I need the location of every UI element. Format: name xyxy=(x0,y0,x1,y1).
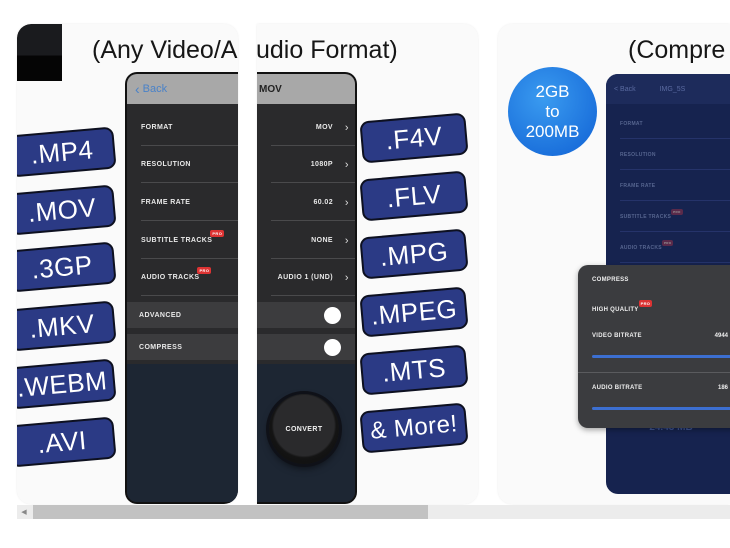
convert-button[interactable]: CONVERT xyxy=(269,394,339,464)
chevron-right-icon: › xyxy=(344,121,349,134)
format-tag-mpeg: .MPEG xyxy=(359,286,469,338)
chevron-right-icon: › xyxy=(344,234,349,247)
format-tag-mkv: .MKV xyxy=(17,300,117,352)
setting-value-subtitle-tracks[interactable]: NONE› xyxy=(257,222,355,259)
setting-row-frame-rate[interactable]: FRAME RATE xyxy=(606,170,730,201)
format-tag-f4v: .F4V xyxy=(359,112,469,164)
setting-row-resolution[interactable]: RESOLUTION xyxy=(127,146,238,183)
nav-bar: < Back IMG_5S xyxy=(606,74,730,104)
pro-badge: PRO xyxy=(661,239,674,246)
phone-bottom-area xyxy=(127,364,238,502)
video-bitrate-value: 4944 K xyxy=(714,333,730,339)
scrollbar-thumb[interactable] xyxy=(33,505,428,519)
nav-title: IMG_5S xyxy=(659,85,686,93)
setting-value-resolution[interactable]: 1080P› xyxy=(257,146,355,183)
phone-mockup-left: ‹ Back FORMAT RESOLUTION FRAME RATE SUBT… xyxy=(125,72,238,504)
compress-title: COMPRESS xyxy=(592,277,629,283)
video-bitrate-slider[interactable] xyxy=(592,355,730,358)
headline-text: udio Format) xyxy=(257,36,398,64)
high-quality-option[interactable]: HIGH QUALITYPRO xyxy=(592,300,653,313)
setting-row-frame-rate[interactable]: FRAME RATE xyxy=(127,184,238,221)
horizontal-scrollbar[interactable]: ◀ xyxy=(17,505,730,519)
setting-value-format[interactable]: MOV› xyxy=(257,109,355,146)
format-tag-mpg: .MPG xyxy=(359,228,469,280)
screenshot-card-2[interactable]: udio Format) MOV MOV› 1080P› 60.02› NONE… xyxy=(257,24,478,504)
nav-bar-title: MOV xyxy=(257,74,355,104)
advanced-toggle[interactable] xyxy=(257,302,355,328)
setting-row-resolution[interactable]: RESOLUTION xyxy=(606,139,730,170)
setting-value-frame-rate[interactable]: 60.02› xyxy=(257,184,355,221)
chevron-right-icon: › xyxy=(344,158,349,171)
pro-badge: PRO xyxy=(638,300,653,307)
format-tag-webm: .WEBM xyxy=(17,358,117,410)
chevron-right-icon: › xyxy=(344,196,349,209)
pro-badge: PRO xyxy=(671,208,683,215)
headline-text: (Any Video/A xyxy=(92,36,238,64)
format-tag-avi: .AVI xyxy=(17,416,117,468)
audio-bitrate-slider[interactable] xyxy=(592,407,730,410)
toggle-knob[interactable] xyxy=(324,338,341,356)
phone-mockup-right: MOV MOV› 1080P› 60.02› NONE› AUDIO 1 (UN… xyxy=(257,72,357,504)
toggle-row-advanced[interactable]: ADVANCED xyxy=(127,302,238,328)
toggle-row-compress[interactable]: COMPRESS xyxy=(127,334,238,360)
divider xyxy=(578,372,730,373)
chevron-right-icon: › xyxy=(344,271,349,284)
video-bitrate-label: VIDEO BITRATE xyxy=(592,333,642,339)
setting-value-audio-tracks[interactable]: AUDIO 1 (UND)› xyxy=(257,259,355,296)
format-tag-mts: .MTS xyxy=(359,344,469,396)
back-button[interactable]: ‹ Back xyxy=(135,81,168,97)
format-tag-flv: .FLV xyxy=(359,170,469,222)
format-tag-3gp: .3GP xyxy=(17,241,117,293)
pro-badge: PRO xyxy=(210,230,225,237)
toggle-knob[interactable] xyxy=(324,306,341,324)
scroll-left-arrow-icon[interactable]: ◀ xyxy=(21,509,27,516)
compress-panel: COMPRESS HIGH QUALITYPRO VIDEO BITRATE 4… xyxy=(578,265,730,428)
headline-text: (Compre xyxy=(628,36,726,64)
screenshot-card-1[interactable]: (Any Video/A .MP4 .MOV .3GP .MKV .WEBM .… xyxy=(17,24,238,504)
nav-bar: ‹ Back xyxy=(127,74,238,104)
audio-bitrate-label: AUDIO BITRATE xyxy=(592,385,643,391)
format-tag-mp4: .MP4 xyxy=(17,126,117,178)
back-button[interactable]: < Back xyxy=(614,85,636,93)
compress-toggle[interactable] xyxy=(257,334,355,360)
chevron-left-icon: ‹ xyxy=(135,81,140,97)
pro-badge: PRO xyxy=(197,267,212,274)
dark-corner-graphic xyxy=(17,24,62,81)
format-tag-more: & More! xyxy=(359,402,469,454)
setting-row-format[interactable]: FORMAT xyxy=(606,108,730,139)
format-tag-mov: .MOV xyxy=(17,184,117,236)
audio-bitrate-value: 186 K xyxy=(717,385,730,391)
screenshot-card-3[interactable]: (Compre 2GB to 200MB < Back IMG_5S FORMA… xyxy=(498,24,730,504)
compression-badge: 2GB to 200MB xyxy=(508,67,597,156)
setting-row-format[interactable]: FORMAT xyxy=(127,109,238,146)
